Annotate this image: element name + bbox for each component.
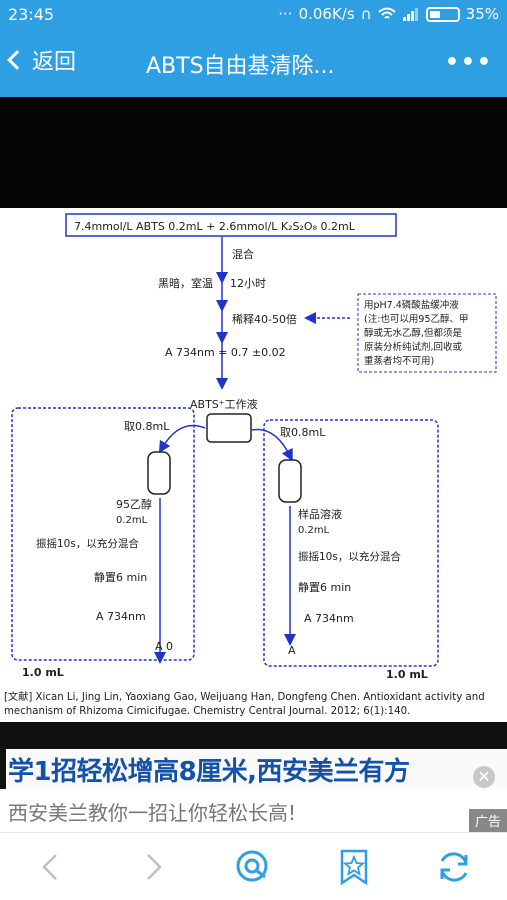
back-button[interactable]: 返回 <box>7 44 77 76</box>
control-measure: A 734nm <box>96 610 146 623</box>
battery-icon <box>425 6 460 22</box>
sample-reagent: 样品溶液 <box>298 507 342 521</box>
status-dots: ··· <box>278 5 293 23</box>
more-menu-button[interactable]: ••• <box>444 50 493 75</box>
chevron-left-icon <box>7 50 27 70</box>
buffer-note-box <box>357 293 497 373</box>
ad-subtext[interactable]: 西安美兰教你一招让你轻松长高! <box>8 801 297 825</box>
working-solution-beaker <box>206 413 252 443</box>
sample-result: A <box>288 644 296 657</box>
sample-tube <box>278 459 302 503</box>
control-take: 取0.8mL <box>124 420 170 433</box>
ad-close-icon[interactable]: ✕ <box>473 766 495 788</box>
sample-take: 取0.8mL <box>280 426 326 439</box>
bookmark-star-icon[interactable] <box>334 847 374 887</box>
sample-volume: 0.2mL <box>298 525 330 536</box>
net-speed: 0.06K/s <box>298 5 355 23</box>
bottom-toolbar <box>0 832 507 900</box>
sample-stand: 静置6 min <box>298 580 351 594</box>
sample-total: 1.0 mL <box>386 668 428 681</box>
back-arrow-icon[interactable] <box>32 847 72 887</box>
headset-icon: ∩ <box>360 5 372 23</box>
dark-overlay-strip <box>0 97 507 208</box>
buffer-note-line-4: 原装分析纯试剂,回收或 <box>364 341 463 353</box>
absorbance-target: A 734nm = 0.7 ±0.02 <box>165 346 286 359</box>
battery-level: 35% <box>465 5 499 23</box>
control-shake: 振摇10s，以充分混合 <box>36 537 139 550</box>
ad-headline-bar[interactable]: 学1招轻松增高8厘米,西安美兰有方 <box>6 749 507 789</box>
status-bar: 23:45 ··· 0.06K/s ∩ 35% <box>0 0 507 30</box>
working-solution-label: ABTS⁺工作液 <box>190 397 258 411</box>
control-stand: 静置6 min <box>94 570 147 584</box>
sample-measure: A 734nm <box>304 612 354 625</box>
wifi-icon <box>377 7 396 19</box>
abts-protocol-diagram: 7.4mmol/L ABTS 0.2mL + 2.6mmol/L K₂S₂O₈ … <box>11 213 497 681</box>
page-title: ABTS自由基清除... <box>146 54 335 79</box>
control-tube <box>147 451 171 495</box>
step-time: 12小时 <box>230 277 266 290</box>
step-dark: 黑暗，室温 <box>158 276 213 290</box>
back-label: 返回 <box>32 50 77 75</box>
ad-tag: 广告 <box>468 809 507 832</box>
refresh-icon[interactable] <box>434 847 474 887</box>
step-dilute: 稀释40-50倍 <box>232 312 297 326</box>
search-icon[interactable] <box>233 847 273 887</box>
control-group-box <box>11 407 195 661</box>
buffer-note-line-1: 用pH7.4磷酸盐缓冲液 <box>364 299 459 311</box>
ad-headline[interactable]: 学1招轻松增高8厘米,西安美兰有方 <box>8 757 410 787</box>
buffer-note-line-2: (注:也可以用95乙醇、甲 <box>364 313 469 325</box>
control-reagent: 95乙醇 <box>116 497 152 511</box>
control-total: 1.0 mL <box>22 666 64 679</box>
sample-group-box <box>263 419 439 667</box>
control-volume: 0.2mL <box>116 515 148 526</box>
ad-subtext-bar[interactable]: 西安美兰教你一招让你轻松长高! <box>0 789 507 832</box>
app-header: 23:45 ··· 0.06K/s ∩ 35% 返回 ABTS自由基清除... … <box>0 0 507 97</box>
reagents-box <box>65 213 397 237</box>
buffer-note-line-5: 重蒸者均不可用) <box>364 355 434 367</box>
ad-banner[interactable]: 学1招轻松增高8厘米,西安美兰有方 西安美兰教你一招让你轻松长高! ✕ 广告 <box>0 722 507 832</box>
status-indicators: ··· 0.06K/s ∩ 35% <box>278 5 499 23</box>
forward-arrow-icon[interactable] <box>132 847 172 887</box>
figure-reference: [文献] Xican Li, Jing Lin, Yaoxiang Gao, W… <box>4 692 485 717</box>
signal-icon <box>402 8 418 21</box>
buffer-note-line-3: 醇或无水乙醇,但都须是 <box>364 327 463 339</box>
step-mix: 混合 <box>232 247 254 261</box>
control-result: A 0 <box>155 640 173 653</box>
sample-shake: 振摇10s，以充分混合 <box>298 550 401 563</box>
article-figure: 7.4mmol/L ABTS 0.2mL + 2.6mmol/L K₂S₂O₈ … <box>0 208 507 722</box>
status-time: 23:45 <box>8 5 55 24</box>
reagents-text: 7.4mmol/L ABTS 0.2mL + 2.6mmol/L K₂S₂O₈ … <box>74 220 356 233</box>
